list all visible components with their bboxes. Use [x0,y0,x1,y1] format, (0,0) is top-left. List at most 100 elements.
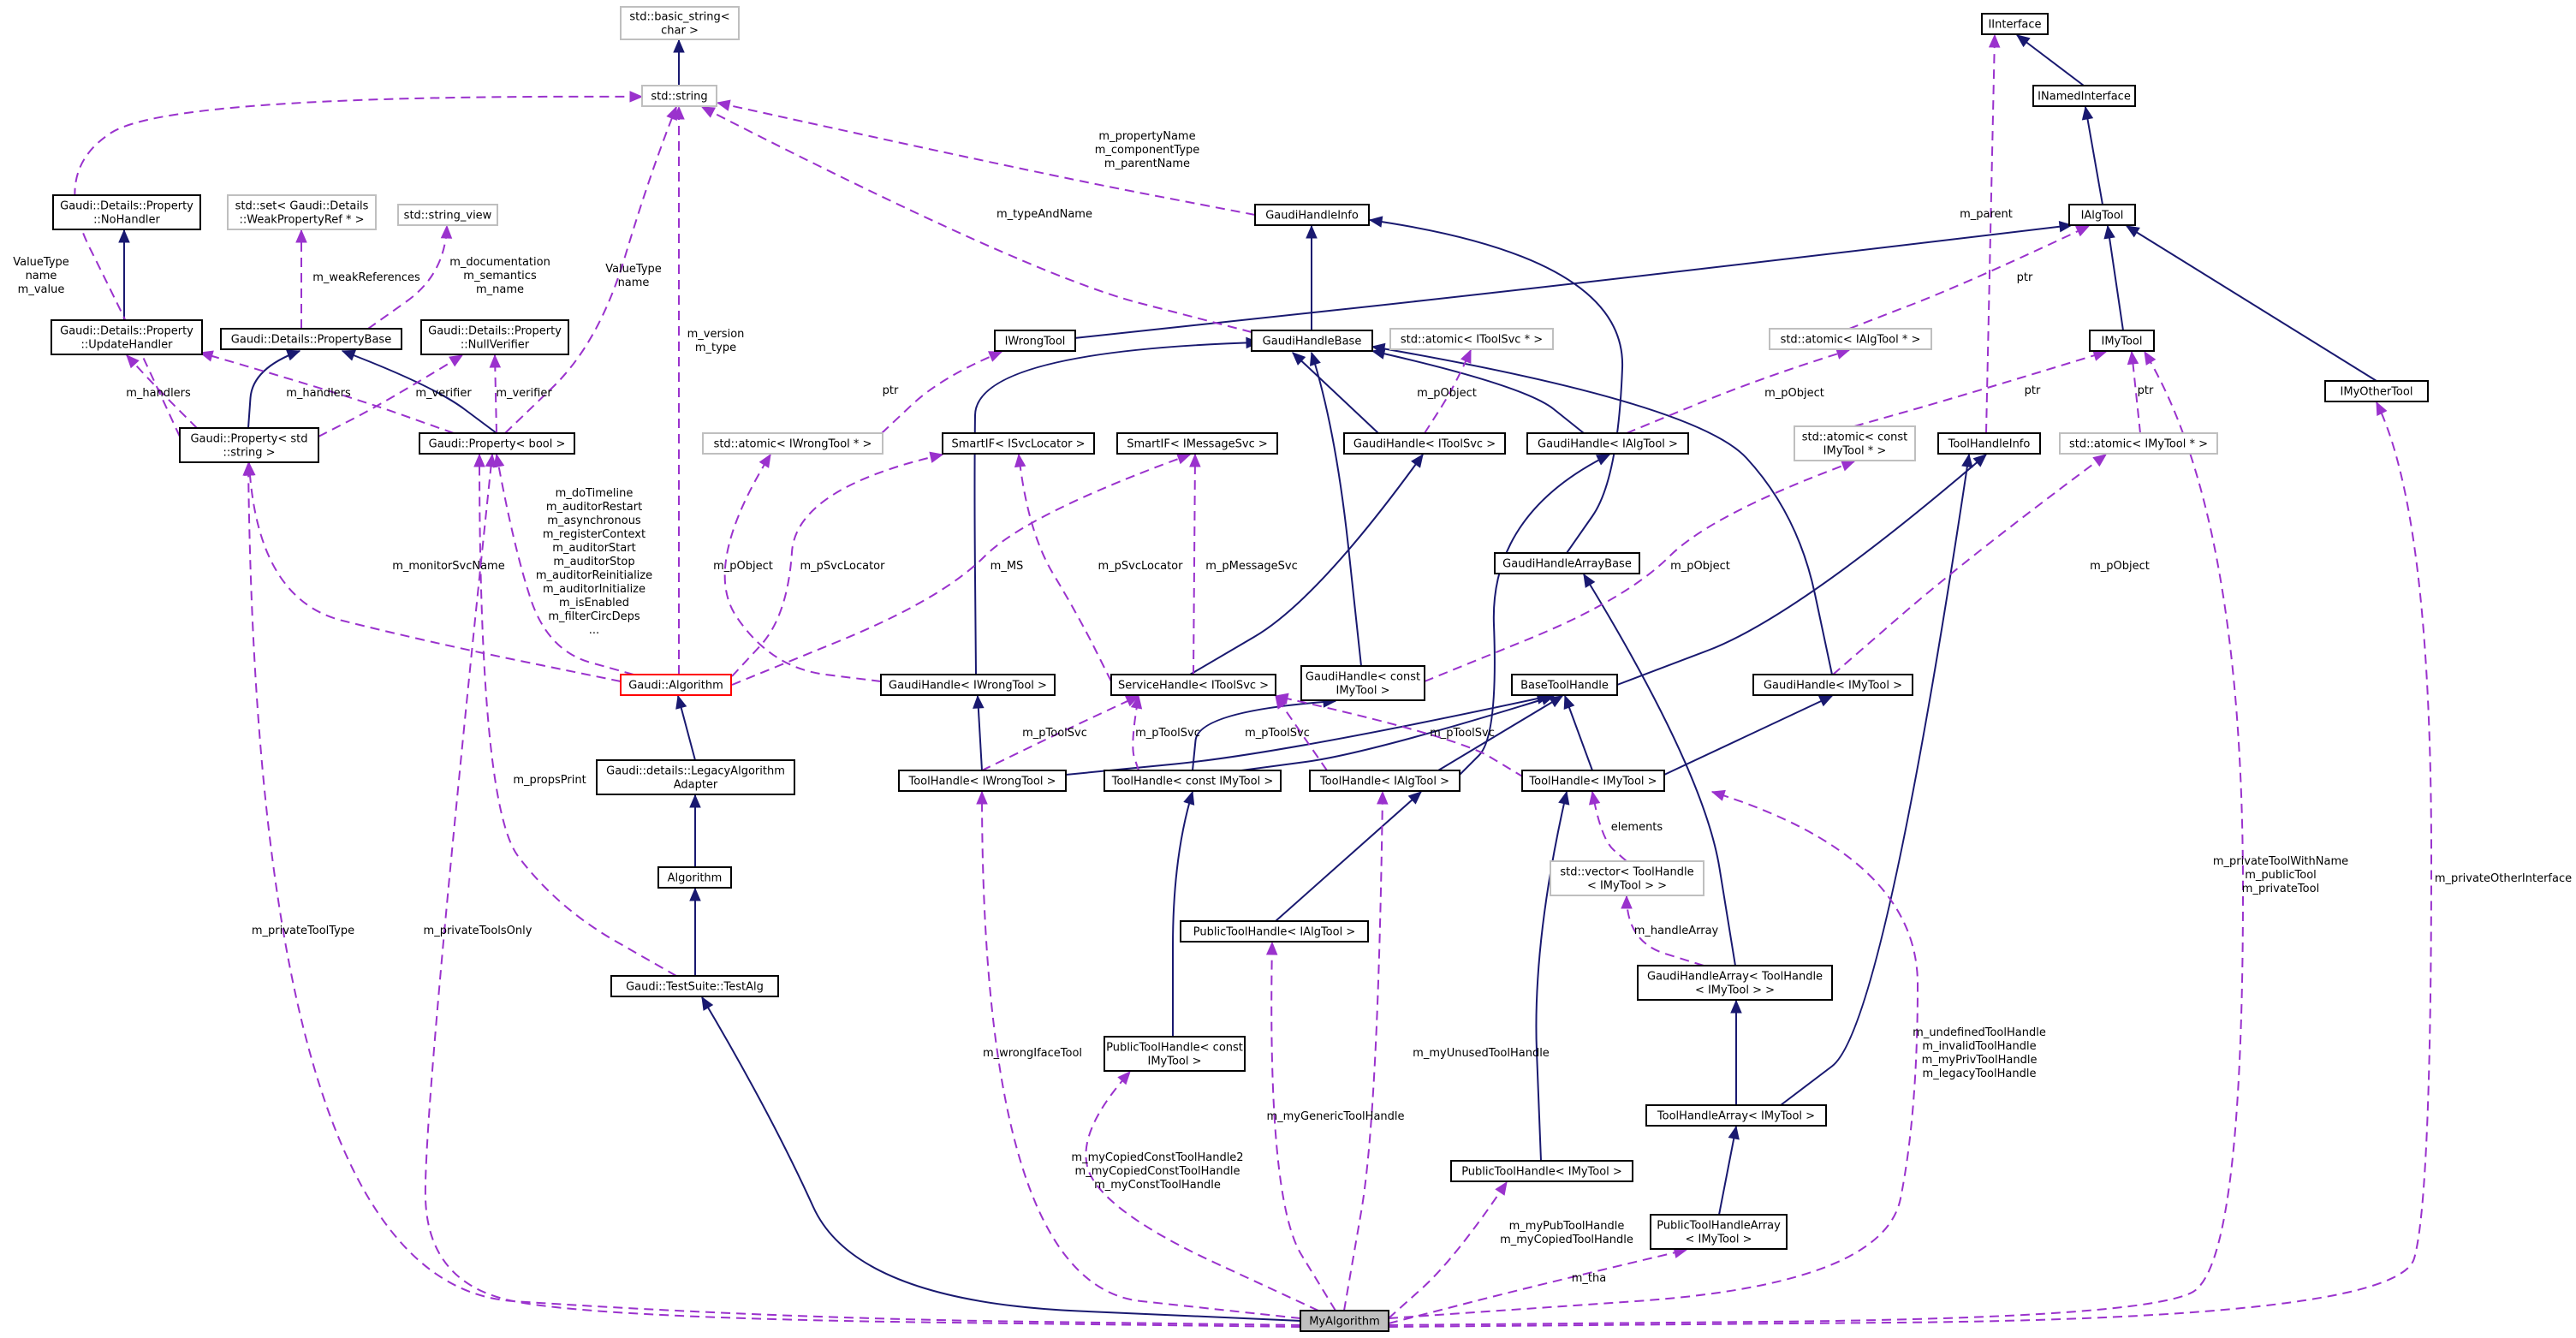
usage-edge-myAlgorithm-to-imytool [1388,350,2245,1326]
class-box [227,194,377,230]
edge-label-pToolSvc2: m_pToolSvc [1135,727,1200,740]
edge-label-valueTypeLeft: ValueType [13,256,69,269]
class-node-th-i-wrong-tool[interactable]: ToolHandle< IWrongTool > [898,770,1067,792]
class-name-line: GaudiHandle< IMyTool > [1764,680,1902,693]
class-node-null-verifier[interactable]: Gaudi::Details::Property::NullVerifier [420,319,569,355]
inheritance-edge-ghIMyTool-to-gaudiHandleBase [1371,342,1833,675]
class-box [1300,1310,1389,1332]
class-node-gaudi-handle-base[interactable]: GaudiHandleBase [1251,330,1373,352]
class-node-iinterface[interactable]: IInterface [1981,13,2049,35]
class-node-gaudi-handle-info[interactable]: GaudiHandleInfo [1254,204,1370,226]
edge-label-wrongIface: m_wrongIfaceTool [983,1047,1082,1060]
class-node-weak-prop-set[interactable]: std::set< Gaudi::Details::WeakPropertyRe… [227,194,377,230]
class-node-th-i-alg-tool[interactable]: ToolHandle< IAlgTool > [1309,770,1461,792]
class-node-th-i-my-tool[interactable]: ToolHandle< IMyTool > [1521,770,1665,792]
class-node-test-alg[interactable]: Gaudi::TestSuite::TestAlg [610,975,779,997]
edge-label-monitorSvc: m_monitorSvcName [392,560,504,573]
inheritance-edge-ghIToolSvc-to-gaudiHandleBase [1292,352,1379,434]
class-node-atomic-i-alg-tool[interactable]: std::atomic< IAlgTool * > [1769,328,1932,350]
class-node-atomic-i-tool-svc[interactable]: std::atomic< IToolSvc * > [1389,328,1554,350]
class-node-gaudi-handle-array-base[interactable]: GaudiHandleArrayBase [1494,552,1640,574]
inheritance-edge-pthaIMyTool-to-thaIMyTool [1718,1125,1740,1216]
usage-edge-gaudiHandleInfo-to-std_string [716,99,1256,216]
class-node-atomic-i-my-tool[interactable]: std::atomic< IMyTool * > [2059,432,2218,455]
class-node-algorithm[interactable]: Algorithm [657,866,732,889]
edge-label-algFlags: m_asynchronous [547,514,641,527]
class-node-atomic-i-wrong-tool[interactable]: std::atomic< IWrongTool * > [702,432,883,455]
class-node-gh-i-tool-svc[interactable]: GaudiHandle< IToolSvc > [1343,432,1506,455]
class-node-prop-bool[interactable]: Gaudi::Property< bool > [419,432,575,455]
edge-label-privateToolWithName: m_privateTool [2242,883,2319,895]
class-node-basic_string[interactable]: std::basic_string<char > [620,6,740,40]
class-name-line: std::atomic< IWrongTool * > [714,438,872,451]
class-node-gh-i-alg-tool[interactable]: GaudiHandle< IAlgTool > [1526,432,1689,455]
class-node-gha-tool-handle[interactable]: GaudiHandleArray< ToolHandle< IMyTool > … [1637,965,1833,1001]
class-node-my-algorithm[interactable]: MyAlgorithm [1300,1310,1389,1332]
class-node-property-base[interactable]: Gaudi::Details::PropertyBase [220,328,402,350]
class-node-gh-i-my-tool[interactable]: GaudiHandle< IMyTool > [1752,674,1913,696]
class-box [620,674,732,696]
usage-edge-serviceHandle-to-smartIFLocator [1014,453,1112,682]
edge-label-ptrConstMy: ptr [2025,384,2041,397]
edge-label-privateOtherInterface: m_privateOtherInterface [2435,872,2572,885]
class-box [1769,328,1932,350]
class-name-line: std::atomic< const [1802,431,1908,444]
class-box [994,330,1076,352]
inheritance-edge-legacyAdapter-to-gaudiAlgorithm [675,694,696,761]
class-node-std_string[interactable]: std::string [641,85,717,107]
edge-label-pSvcLocatorSH: m_pSvcLocator [1098,560,1184,573]
class-box [641,85,717,107]
class-node-vector-tool-handle[interactable]: std::vector< ToolHandle< IMyTool > > [1550,860,1704,896]
inheritance-edge-imyothertool-to-ialgtool [2125,225,2377,382]
usage-edge-toolHandleInfo-to-iinterface [1985,33,2001,434]
class-node-update-handler[interactable]: Gaudi::Details::Property::UpdateHandler [51,319,203,355]
edge-label-algFlags: m_auditorReinitialize [536,569,652,582]
class-node-th-const-i-my-tool[interactable]: ToolHandle< const IMyTool > [1104,770,1282,792]
class-box [2059,432,2218,455]
edge-label-valueTypeLeft: name [26,270,57,282]
class-node-string_view[interactable]: std::string_view [397,204,498,226]
usage-edge-atomicIAlgTool-to-ialgtool [1848,225,2091,330]
class-node-smart-i-f-msg[interactable]: SmartIF< IMessageSvc > [1116,432,1278,455]
class-name-line: IMyTool > [1147,1056,1201,1068]
class-node-ialgtool[interactable]: IAlgTool [2068,204,2136,226]
class-node-base-tool-handle[interactable]: BaseToolHandle [1511,674,1618,696]
class-name-line: PublicToolHandle< IMyTool > [1461,1166,1622,1179]
class-node-no-handler[interactable]: Gaudi::Details::Property::NoHandler [52,194,201,230]
usage-edge-propBool-to-nullVerifier [489,354,502,434]
class-name-line: ToolHandle< IMyTool > [1528,776,1657,788]
usage-edge-propertyBase-to-weakPropSet [295,229,307,329]
class-node-imyothertool[interactable]: IMyOtherTool [2324,380,2429,402]
edge-label-pToolSvc3: m_pToolSvc [1245,727,1310,740]
class-box [1110,674,1276,696]
class-node-gaudi-algorithm[interactable]: Gaudi::Algorithm [620,674,732,696]
class-node-imytool[interactable]: IMyTool [2089,330,2155,352]
class-node-tha-i-my-tool[interactable]: ToolHandleArray< IMyTool > [1645,1104,1827,1127]
class-box [1309,770,1461,792]
class-node-gh-i-wrong-tool[interactable]: GaudiHandle< IWrongTool > [880,674,1056,696]
class-node-smart-i-f-locator[interactable]: SmartIF< ISvcLocator > [942,432,1095,455]
class-box [1752,674,1913,696]
edge-label-valueTypeBool: ValueType [605,263,662,276]
class-node-tool-handle-info[interactable]: ToolHandleInfo [1937,432,2041,455]
edge-label-privateToolWithName: m_publicTool [2245,869,2317,882]
class-node-pth-i-my-tool[interactable]: PublicToolHandle< IMyTool > [1450,1160,1633,1182]
edge-label-algFlags: m_filterCircDeps [548,610,640,623]
class-node-prop-string[interactable]: Gaudi::Property< std::string > [179,427,319,463]
class-name-line: Gaudi::Property< std [190,433,307,446]
class-node-inamedinterface[interactable]: INamedInterface [2032,85,2136,107]
class-name-line: ::string > [223,447,275,460]
class-node-iwrongtool[interactable]: IWrongTool [994,330,1076,352]
class-name-line: GaudiHandleInfo [1265,210,1359,223]
class-node-ptha-i-my-tool[interactable]: PublicToolHandleArray< IMyTool > [1650,1214,1788,1250]
class-node-service-handle[interactable]: ServiceHandle< IToolSvc > [1110,674,1276,696]
inheritance-edge-ghaToolHandle-to-gaudiHandleArrayBase [1583,573,1736,966]
class-box [596,759,795,795]
class-name-line: std::basic_string< [629,11,729,24]
usage-edge-ghIToolSvc-to-atomicIToolSvc [1424,348,1472,434]
class-node-pth-i-alg-tool[interactable]: PublicToolHandle< IAlgTool > [1180,920,1369,943]
